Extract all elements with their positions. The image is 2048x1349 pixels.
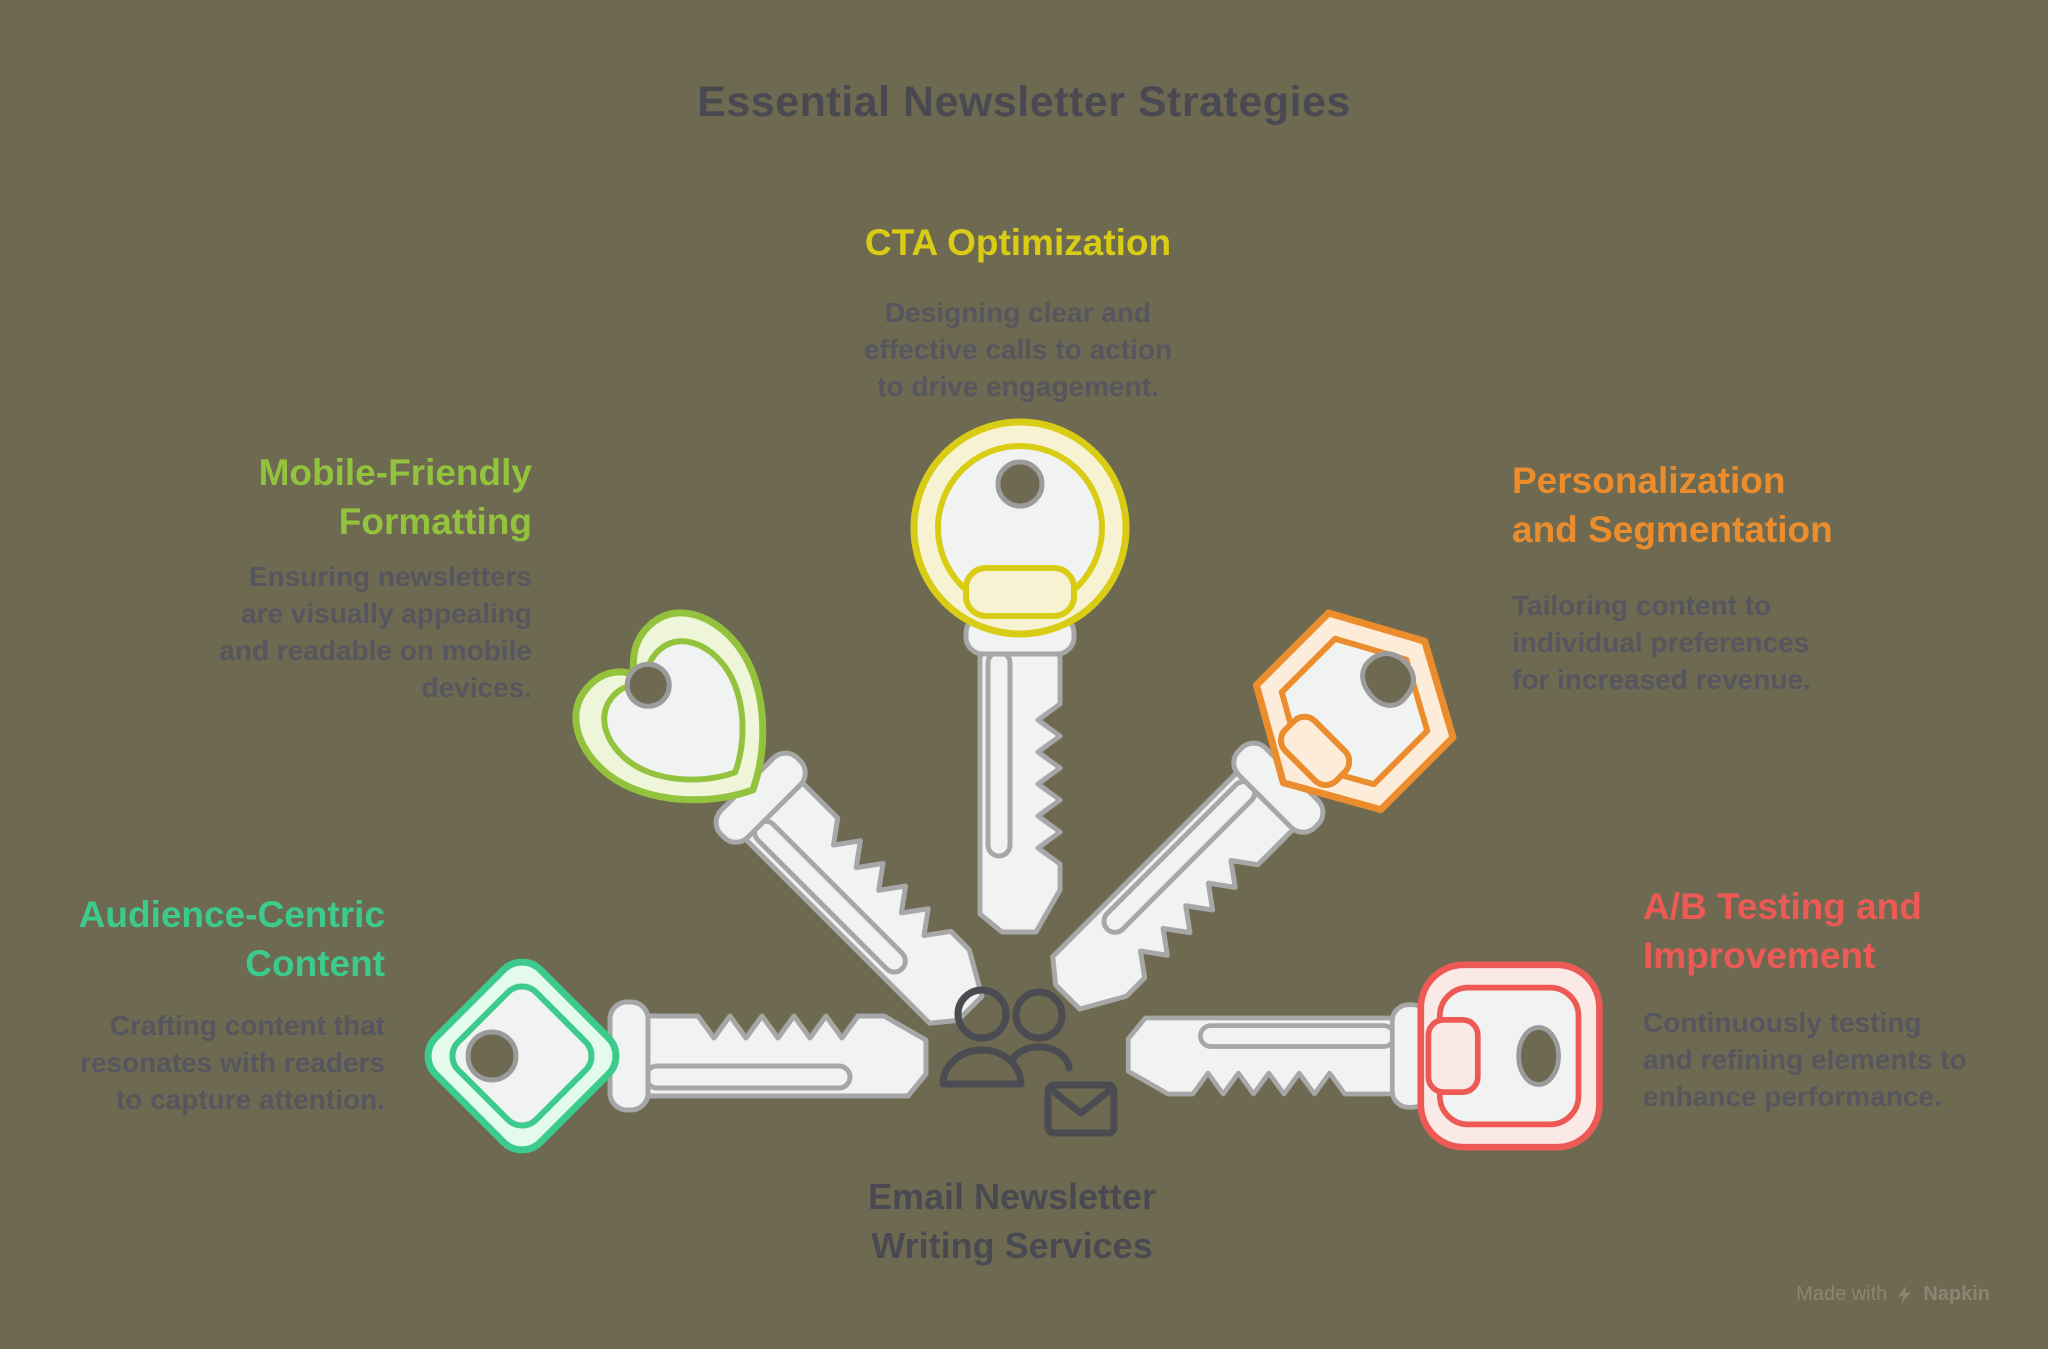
strategy-title: CTA Optimization <box>524 218 1512 267</box>
key-blade <box>619 1013 929 1099</box>
strategy-title: Personalization and Segmentation <box>1512 456 2002 554</box>
description-line: to capture attention. <box>115 1084 385 1115</box>
person-icon <box>1012 988 1066 1042</box>
strategy-description: Continuously testing and refining elemen… <box>1643 1004 2048 1115</box>
title-line: CTA Optimization <box>864 222 1172 263</box>
strategy-block-mobile-friendly-formatting: Mobile-Friendly Formatting Ensuring news… <box>0 448 532 706</box>
description-line: to drive engagement. <box>877 371 1159 402</box>
envelope-flap-icon <box>1049 1087 1113 1117</box>
title-line: Content <box>245 943 385 984</box>
strategy-block-ab-testing-improvement: A/B Testing and Improvement Continuously… <box>1643 882 2048 1115</box>
description-line: resonates with readers <box>79 1047 385 1078</box>
person-shoulders-icon <box>1008 1043 1073 1072</box>
strategy-description: Crafting content that resonates with rea… <box>0 1007 385 1118</box>
key-hole <box>995 459 1045 509</box>
strategy-description: Designing clear and effective calls to a… <box>524 294 1512 405</box>
key-hole <box>624 661 672 709</box>
people-email-icon <box>939 986 1118 1137</box>
description-line: devices. <box>421 672 532 703</box>
description-line: Designing clear and <box>884 297 1152 328</box>
napkin-logo-icon <box>1898 1285 1912 1304</box>
strategy-title: Mobile-Friendly Formatting <box>0 448 532 546</box>
strategy-description: Tailoring content to individual preferen… <box>1512 587 2002 698</box>
title-line: Mobile-Friendly <box>258 452 532 493</box>
center-label: Email Newsletter Writing Services <box>512 1172 1512 1270</box>
center-label-line: Email Newsletter <box>867 1176 1157 1217</box>
key-hole <box>465 1029 519 1083</box>
key-blade <box>1050 751 1315 1012</box>
strategy-title: Audience-Centric Content <box>0 890 385 988</box>
key-hole <box>1360 651 1417 708</box>
title-line: Personalization <box>1512 460 1786 501</box>
key-blade <box>1125 1015 1420 1097</box>
description-line: are visually appealing <box>240 598 532 629</box>
title-line: A/B Testing and <box>1643 886 1922 927</box>
key-cta-optimization <box>910 418 1130 935</box>
strategy-block-cta-optimization: CTA Optimization Designing clear and eff… <box>524 218 1512 405</box>
key-personalization-segmentation <box>1050 609 1457 1012</box>
description-line: individual preferences <box>1512 627 1810 658</box>
description-line: effective calls to action <box>863 334 1173 365</box>
watermark: Made with Napkin <box>1796 1283 1990 1306</box>
person-icon <box>954 986 1010 1042</box>
envelope-icon <box>1044 1081 1118 1137</box>
center-label-line: Writing Services <box>871 1225 1153 1266</box>
description-line: Crafting content that <box>109 1010 385 1041</box>
title-line: and Segmentation <box>1512 509 1833 550</box>
watermark-prefix: Made with <box>1796 1283 1888 1305</box>
key-ab-testing-improvement <box>1125 961 1603 1151</box>
key-blade <box>724 761 985 1026</box>
strategy-block-audience-centric-content: Audience-Centric Content Crafting conten… <box>0 890 385 1118</box>
person-shoulders-icon <box>939 1046 1025 1088</box>
strategy-block-personalization-segmentation: Personalization and Segmentation Tailori… <box>1512 456 2002 698</box>
strategy-description: Ensuring newsletters are visually appeal… <box>0 558 532 706</box>
description-line: Ensuring newsletters <box>248 561 532 592</box>
description-line: for increased revenue. <box>1512 664 1811 695</box>
key-mobile-friendly-formatting <box>572 609 985 1026</box>
title-line: Formatting <box>338 501 532 542</box>
description-line: Continuously testing <box>1643 1007 1922 1038</box>
description-line: enhance performance. <box>1643 1081 1942 1112</box>
strategy-title: A/B Testing and Improvement <box>1643 882 2048 980</box>
title-line: Audience-Centric <box>78 894 385 935</box>
watermark-brand: Napkin <box>1923 1283 1990 1305</box>
description-line: Tailoring content to <box>1512 590 1772 621</box>
key-hole <box>1516 1025 1561 1087</box>
key-audience-centric-content <box>424 958 929 1154</box>
description-line: and readable on mobile <box>219 635 532 666</box>
title-line: Improvement <box>1643 935 1876 976</box>
key-blade <box>977 625 1063 935</box>
page-title: Essential Newsletter Strategies <box>697 78 1351 126</box>
description-line: and refining elements to <box>1643 1044 1967 1075</box>
